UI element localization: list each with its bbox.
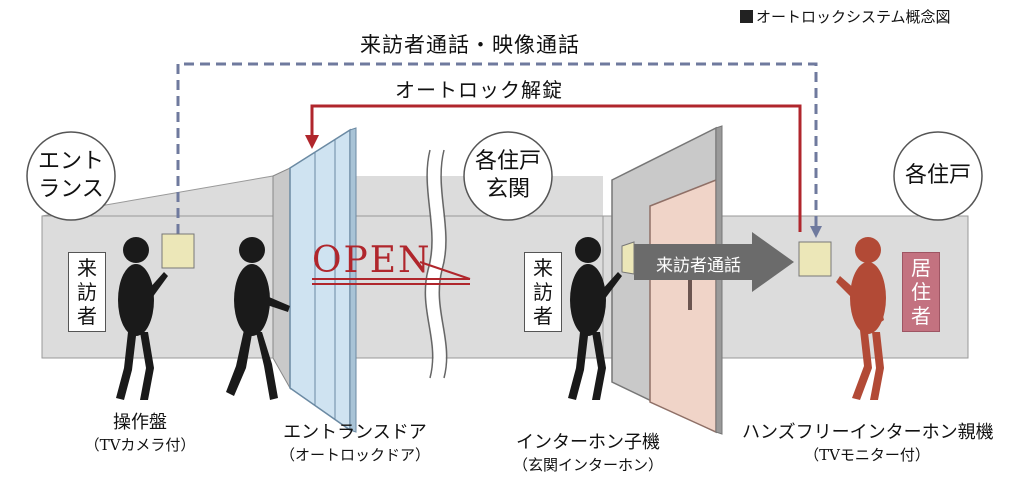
video-call-label: 来訪者通話・映像通話 bbox=[360, 33, 580, 57]
visitor-call-arrow-label: 来訪者通話 bbox=[656, 256, 741, 276]
resident-figure bbox=[836, 237, 886, 400]
legend: オートロックシステム概念図 bbox=[740, 6, 951, 27]
caption-door-sub: （オートロックドア） bbox=[279, 446, 430, 464]
legend-text: オートロックシステム概念図 bbox=[756, 8, 951, 26]
legend-square-icon bbox=[740, 10, 753, 23]
unit-circle-label: 各住戸 bbox=[904, 163, 971, 188]
unit-circle bbox=[893, 131, 983, 221]
entrance-line2: ランス bbox=[38, 177, 104, 202]
video-call-line bbox=[176, 62, 822, 238]
resident-tag-text: 居住者 bbox=[911, 256, 931, 328]
caption-panel: 操作盤 bbox=[113, 412, 167, 433]
unit-door bbox=[649, 178, 717, 434]
entrance-circle-label: エント ランス bbox=[27, 148, 115, 204]
door-handle bbox=[688, 270, 692, 310]
entrance-circle bbox=[26, 131, 116, 221]
unlock-line bbox=[305, 104, 802, 232]
visitor-tag-genkan: 来訪者 bbox=[524, 252, 562, 332]
operation-panel-device bbox=[161, 233, 195, 269]
caption-door: エントランスドア bbox=[283, 422, 427, 443]
visitor-figure-genkan bbox=[568, 237, 622, 400]
unlock-label: オートロック解錠 bbox=[395, 78, 563, 102]
break-symbol bbox=[424, 149, 434, 379]
genkan-circle bbox=[463, 131, 553, 221]
genkan-line2: 玄関 bbox=[485, 177, 530, 202]
visitor-tag-genkan-text: 来訪者 bbox=[533, 256, 553, 328]
caption-intercom-subunit-sub: （玄関インターホン） bbox=[512, 456, 663, 474]
open-text: OPEN bbox=[312, 240, 432, 281]
caption-panel-sub: （TVカメラ付） bbox=[84, 436, 196, 454]
caption-handsfree-sub: （TVモニター付） bbox=[804, 446, 930, 464]
genkan-line1: 各住戸 bbox=[474, 149, 541, 174]
entrance-line1: エント bbox=[37, 149, 104, 174]
handsfree-monitor-device bbox=[798, 241, 832, 277]
caption-intercom-subunit: インターホン子機 bbox=[516, 432, 660, 453]
visitor-tag-entrance: 来訪者 bbox=[68, 252, 106, 332]
door-intercom-device bbox=[621, 241, 635, 275]
visitor-call-arrow bbox=[634, 232, 794, 292]
caption-handsfree: ハンズフリーインターホン親機 bbox=[742, 422, 994, 443]
visitor-tag-entrance-text: 来訪者 bbox=[77, 256, 97, 328]
resident-tag: 居住者 bbox=[902, 252, 940, 332]
entrance-side-wall bbox=[272, 167, 291, 390]
visitor-figure-entrance bbox=[116, 237, 168, 400]
visitor-figure-walking bbox=[226, 237, 290, 400]
genkan-circle-label: 各住戸 玄関 bbox=[464, 148, 552, 204]
